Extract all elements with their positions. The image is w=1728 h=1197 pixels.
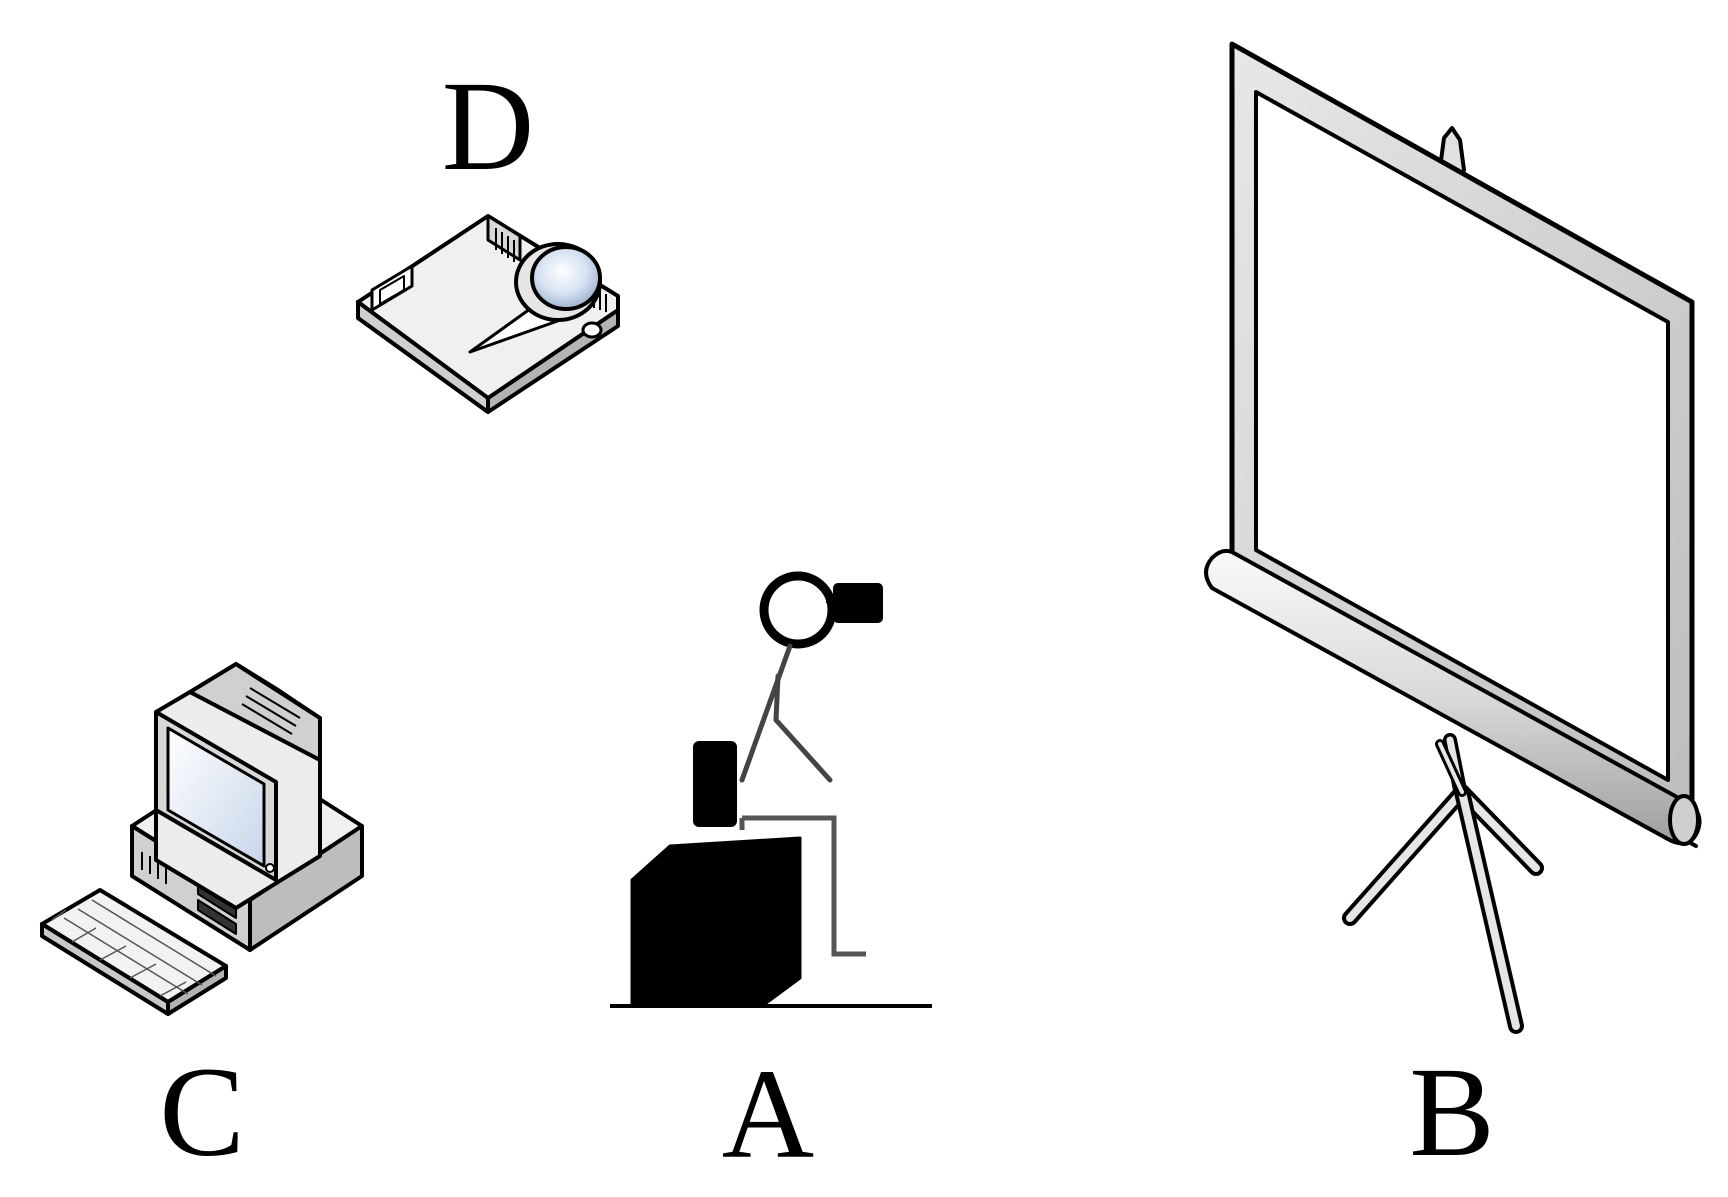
desktop-computer-icon	[40, 662, 364, 1016]
person-at-desk-icon	[610, 571, 932, 1008]
label-d: D	[441, 55, 535, 197]
label-a: A	[721, 1043, 815, 1185]
label-c: C	[159, 1041, 245, 1183]
projection-screen-icon	[1204, 41, 1702, 1034]
projector-icon	[356, 214, 620, 414]
label-b: B	[1409, 1041, 1495, 1183]
